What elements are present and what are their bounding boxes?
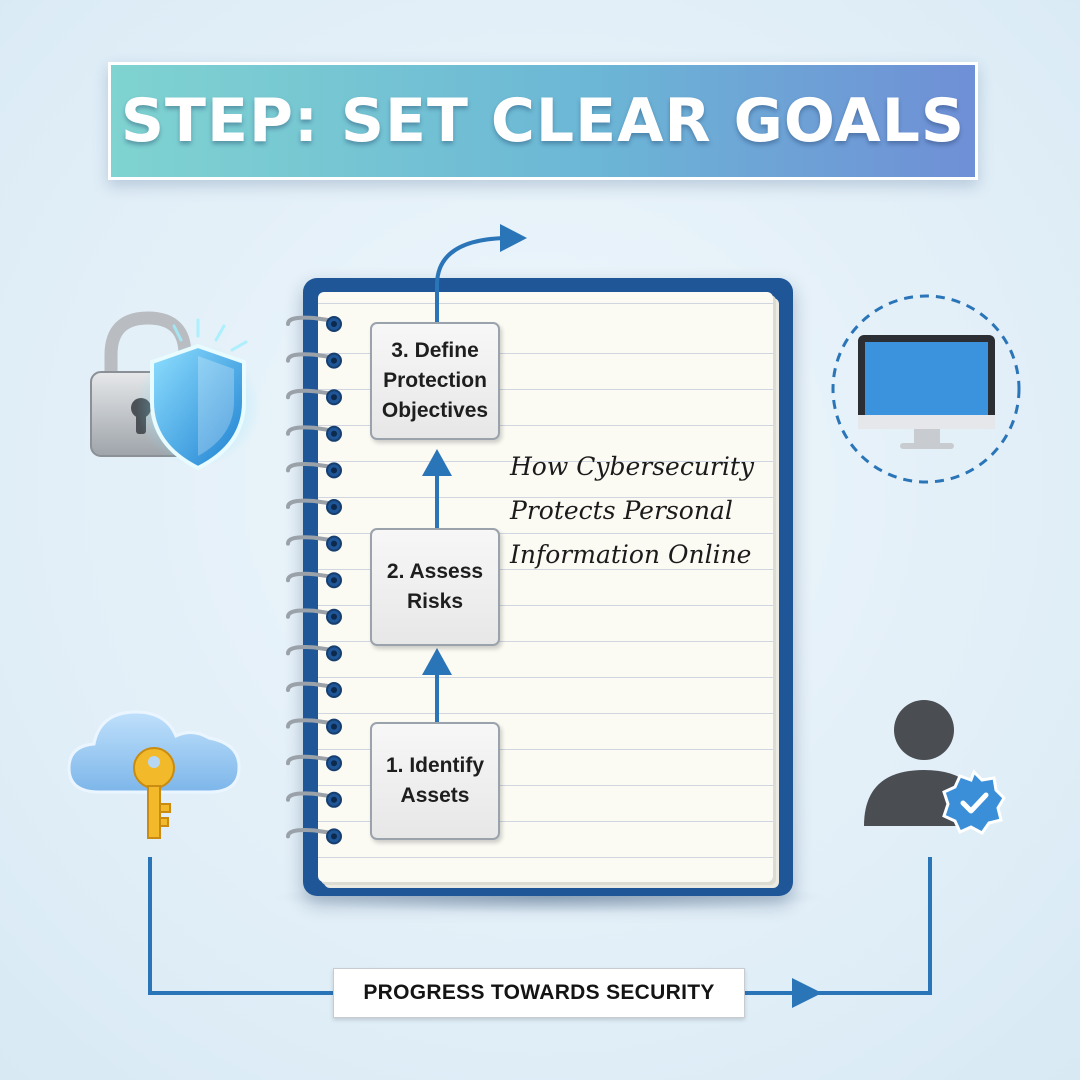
arrow-2-to-3-head [422, 449, 452, 476]
spiral-ring [286, 754, 342, 772]
spiral-ring [286, 388, 342, 406]
spiral-ring [286, 608, 342, 625]
step-2-box: 2. Assess Risks [370, 528, 500, 646]
step-2-label: 2. Assess Risks [386, 560, 484, 613]
step-3-box: 3. Define Protection Objectives [370, 322, 500, 440]
spiral-ring [286, 535, 342, 552]
monitor-icon [831, 294, 1021, 484]
arrow-1-to-2-head [422, 648, 452, 675]
spiral-ring [286, 352, 342, 369]
exit-arrow-head [500, 224, 527, 252]
spiral-binding [286, 315, 342, 845]
padlock-shield-icon [90, 311, 260, 471]
spiral-ring [286, 571, 342, 589]
spiral-ring [286, 791, 342, 808]
step-1-label: 1. Identify Assets [385, 754, 485, 807]
progress-label: PROGRESS TOWARDS SECURITY [333, 968, 745, 1018]
step-3-label: 3. Define Protection Objectives [381, 339, 489, 422]
spiral-ring [286, 498, 342, 515]
verified-user-icon [864, 700, 1006, 835]
progress-line-right [745, 857, 932, 995]
spiral-ring [286, 462, 342, 479]
exit-arrow [435, 236, 506, 322]
spiral-ring [286, 315, 342, 332]
progress-arrow-head [792, 978, 822, 1008]
progress-line-left [148, 857, 333, 995]
page-title: STEP: SET CLEAR GOALS [120, 86, 966, 156]
cloud-key-icon [67, 710, 241, 839]
spiral-ring [286, 645, 342, 662]
spiral-ring [286, 425, 342, 442]
handwritten-note: How Cybersecurity Protects Personal Info… [510, 452, 755, 569]
spiral-ring [286, 681, 342, 698]
spiral-ring [286, 718, 342, 735]
title-banner: STEP: SET CLEAR GOALS [108, 62, 978, 180]
spiral-ring [286, 828, 342, 845]
step-1-box: 1. Identify Assets [370, 722, 500, 840]
